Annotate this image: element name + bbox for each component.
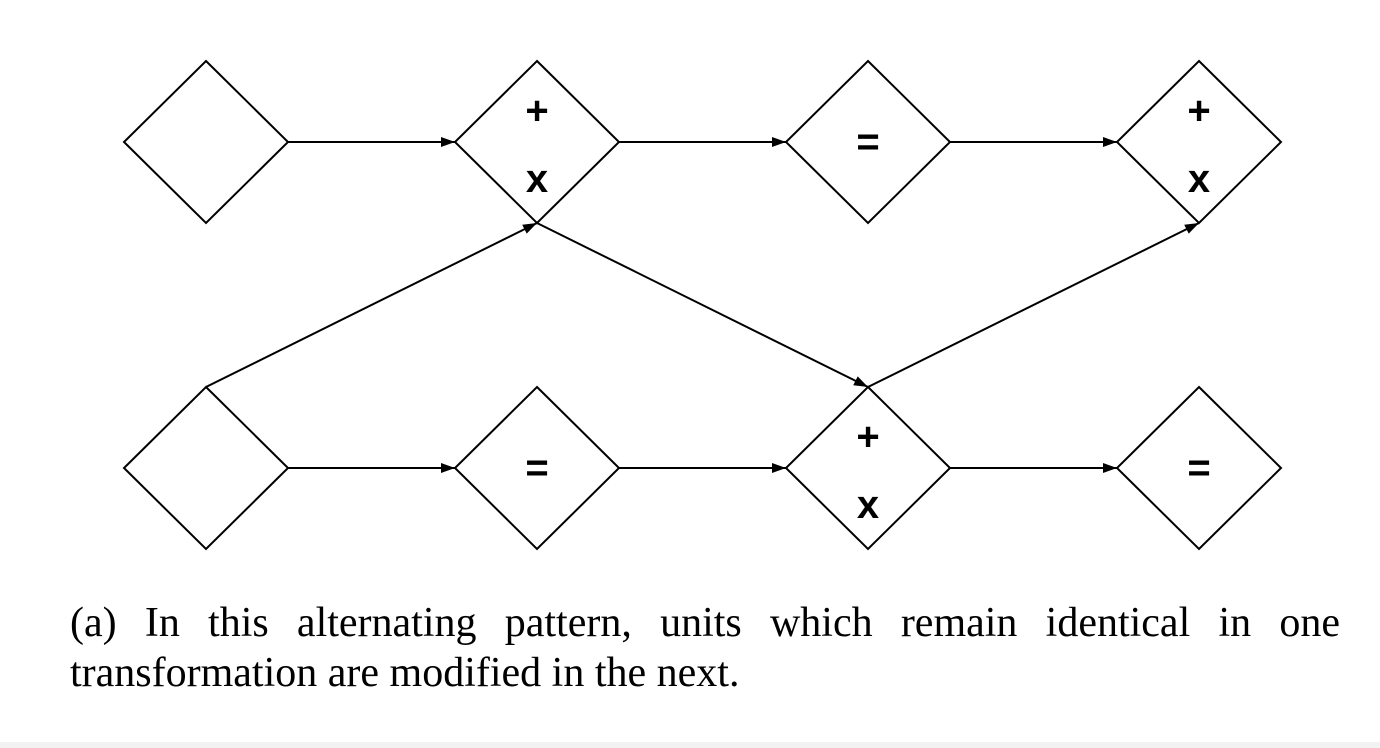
node-label-bottom-4-0: = [1187,446,1210,490]
diamond-bottom-3 [784,385,952,551]
node-label-top-2-0: + [525,89,548,133]
diamond-bottom-2 [453,385,621,551]
diamond-bottom-1 [122,385,290,551]
bottom-divider [0,742,1380,748]
diamond-top-3 [784,59,952,225]
node-top-1 [122,59,290,225]
node-bottom-4: = [1115,385,1283,551]
unit-flow-diagram: +x=+x=+x= [122,59,1283,551]
node-bottom-3: +x [784,385,952,551]
edge-bottom-3-to-top-4 [867,222,1200,388]
node-label-bottom-2-0: = [525,446,548,490]
edge-top-2-to-bottom-3 [536,222,869,388]
edges [205,137,1200,473]
figure-caption: (a) In this alternating pattern, units w… [70,600,1340,696]
diamond-top-4 [1115,59,1283,225]
node-label-top-4-1: x [1188,157,1210,201]
node-label-top-2-1: x [526,157,548,201]
node-label-bottom-3-1: x [857,483,879,527]
node-label-top-4-0: + [1187,89,1210,133]
nodes: +x=+x=+x= [122,59,1283,551]
node-label-bottom-3-0: + [856,415,879,459]
diamond-top-1 [122,59,290,225]
node-label-top-3-0: = [856,120,879,164]
node-bottom-1 [122,385,290,551]
node-top-2: +x [453,59,621,225]
node-top-3: = [784,59,952,225]
node-bottom-2: = [453,385,621,551]
edge-bottom-1-to-top-2 [205,222,538,388]
diamond-top-2 [453,59,621,225]
diamond-bottom-4 [1115,385,1283,551]
node-top-4: +x [1115,59,1283,225]
